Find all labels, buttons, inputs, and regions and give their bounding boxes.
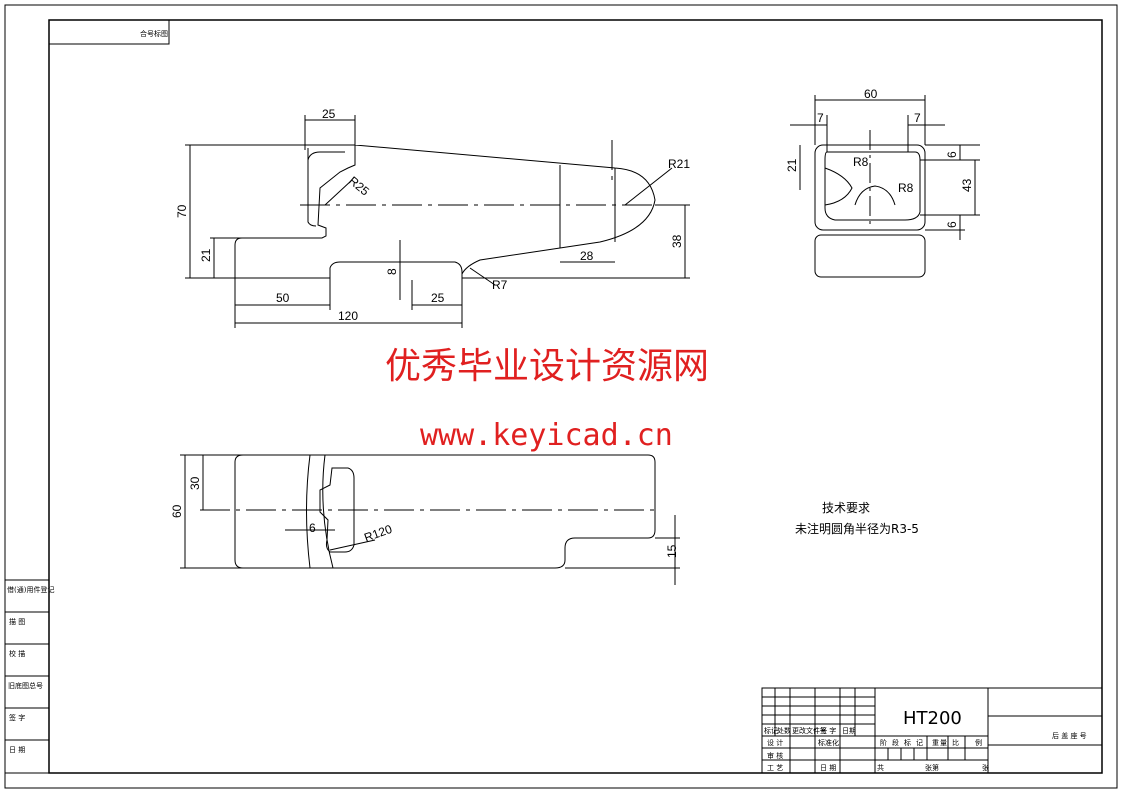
- title-block-frame: [761, 687, 1103, 774]
- title-small-label: 处数: [777, 726, 791, 735]
- title-small-label: 日 期: [820, 764, 836, 772]
- top-view-outline: [234, 454, 656, 569]
- front-view-pocket: [307, 148, 345, 227]
- watermark-title: 优秀毕业设计资源网: [385, 346, 709, 387]
- dim-label: 60: [170, 504, 184, 518]
- dim-label: R8: [853, 155, 869, 169]
- title-small-label: 更改文件号: [792, 726, 827, 735]
- title-small-label: 工 艺: [767, 764, 783, 772]
- dim-label: R21: [668, 157, 690, 171]
- dim-label: 38: [670, 234, 684, 248]
- title-small-label: 签 字: [820, 726, 836, 735]
- title-right-label: 后 盖 座 号: [1052, 731, 1087, 740]
- top-view-arc-2: [322, 454, 334, 569]
- stage-label: 标: [904, 738, 911, 747]
- side-view: [790, 95, 980, 278]
- stage-label: 记: [916, 739, 923, 747]
- dim-label: 8: [385, 268, 399, 275]
- dim-label: 50: [276, 291, 290, 305]
- dim-label: 6: [309, 521, 316, 535]
- dim-label: 25: [322, 107, 336, 121]
- front-view: [185, 115, 690, 328]
- dim-label: 70: [175, 204, 189, 218]
- dim-label: 25: [431, 291, 445, 305]
- dim-label: 60: [864, 87, 878, 101]
- dim-label: 6: [945, 221, 959, 228]
- side-view-r8-left: [824, 167, 853, 206]
- top-view-arc-1: [306, 454, 311, 569]
- leader-r120: [329, 539, 376, 551]
- dim-label: 7: [914, 111, 921, 125]
- leader-r25: [324, 179, 353, 206]
- dim-label: 120: [338, 309, 358, 323]
- corner-box: [48, 19, 170, 45]
- material-label: HT200: [903, 708, 962, 729]
- top-view: [180, 454, 680, 585]
- side-view-lower-block: [814, 234, 926, 278]
- outer-frame: [4, 4, 1118, 789]
- dim-label: R7: [492, 278, 508, 292]
- side-view-r8-bottom: [854, 185, 896, 206]
- title-small-label: 日期: [842, 727, 856, 735]
- leader-r7: [469, 267, 496, 286]
- bottom-label: 张: [982, 763, 989, 772]
- dim-label: 15: [665, 544, 679, 558]
- stage-label: 重: [932, 739, 939, 747]
- technical-notes-line: 未注明圆角半径为R3-5: [795, 521, 919, 536]
- dim-label: 30: [188, 476, 202, 490]
- dim-label: R25: [346, 174, 372, 199]
- dim-label: 28: [580, 249, 594, 263]
- dim-label: R120: [362, 522, 394, 545]
- stage-label: 段: [892, 738, 899, 747]
- left-strip-label: 签 字: [9, 713, 25, 722]
- left-strip-label: 借(通)用件登记: [7, 585, 54, 594]
- title-small-label: 设 计: [767, 738, 783, 747]
- inner-frame: [48, 19, 1103, 774]
- bottom-label: 第: [932, 763, 939, 772]
- left-strip-label: 描 图: [9, 617, 25, 626]
- left-strip-label: 旧底图总号: [8, 681, 43, 690]
- stage-label: 量: [940, 739, 947, 747]
- dim-label: 7: [817, 111, 824, 125]
- dim-label: 21: [199, 248, 213, 262]
- side-view-inner-pocket: [824, 151, 921, 221]
- stage-label: 例: [975, 738, 982, 747]
- corner-label: 合号标图: [140, 29, 168, 38]
- bottom-label: 张: [925, 763, 932, 772]
- title-small-label: 审 核: [767, 751, 783, 760]
- stage-label: 阶: [880, 738, 887, 747]
- dim-label: 43: [960, 178, 974, 192]
- top-view-slot: [319, 467, 355, 553]
- stage-label: 比: [952, 738, 959, 747]
- dim-label: 21: [785, 158, 799, 172]
- title-small-label: 标准化: [818, 738, 839, 747]
- left-strip-label: 日 期: [9, 746, 25, 754]
- watermark-url: www.keyicad.cn: [420, 418, 673, 453]
- technical-notes-heading: 技术要求: [822, 501, 870, 515]
- bottom-label: 共: [877, 763, 884, 772]
- dim-label: R8: [898, 181, 914, 195]
- front-view-outline: [234, 144, 656, 279]
- title-block: [761, 687, 1103, 774]
- title-small-label: 标记: [764, 726, 778, 735]
- left-strip: [4, 579, 50, 774]
- left-strip-label: 校 描: [9, 649, 25, 658]
- leader-r21: [624, 167, 673, 206]
- dim-label: 6: [945, 151, 959, 158]
